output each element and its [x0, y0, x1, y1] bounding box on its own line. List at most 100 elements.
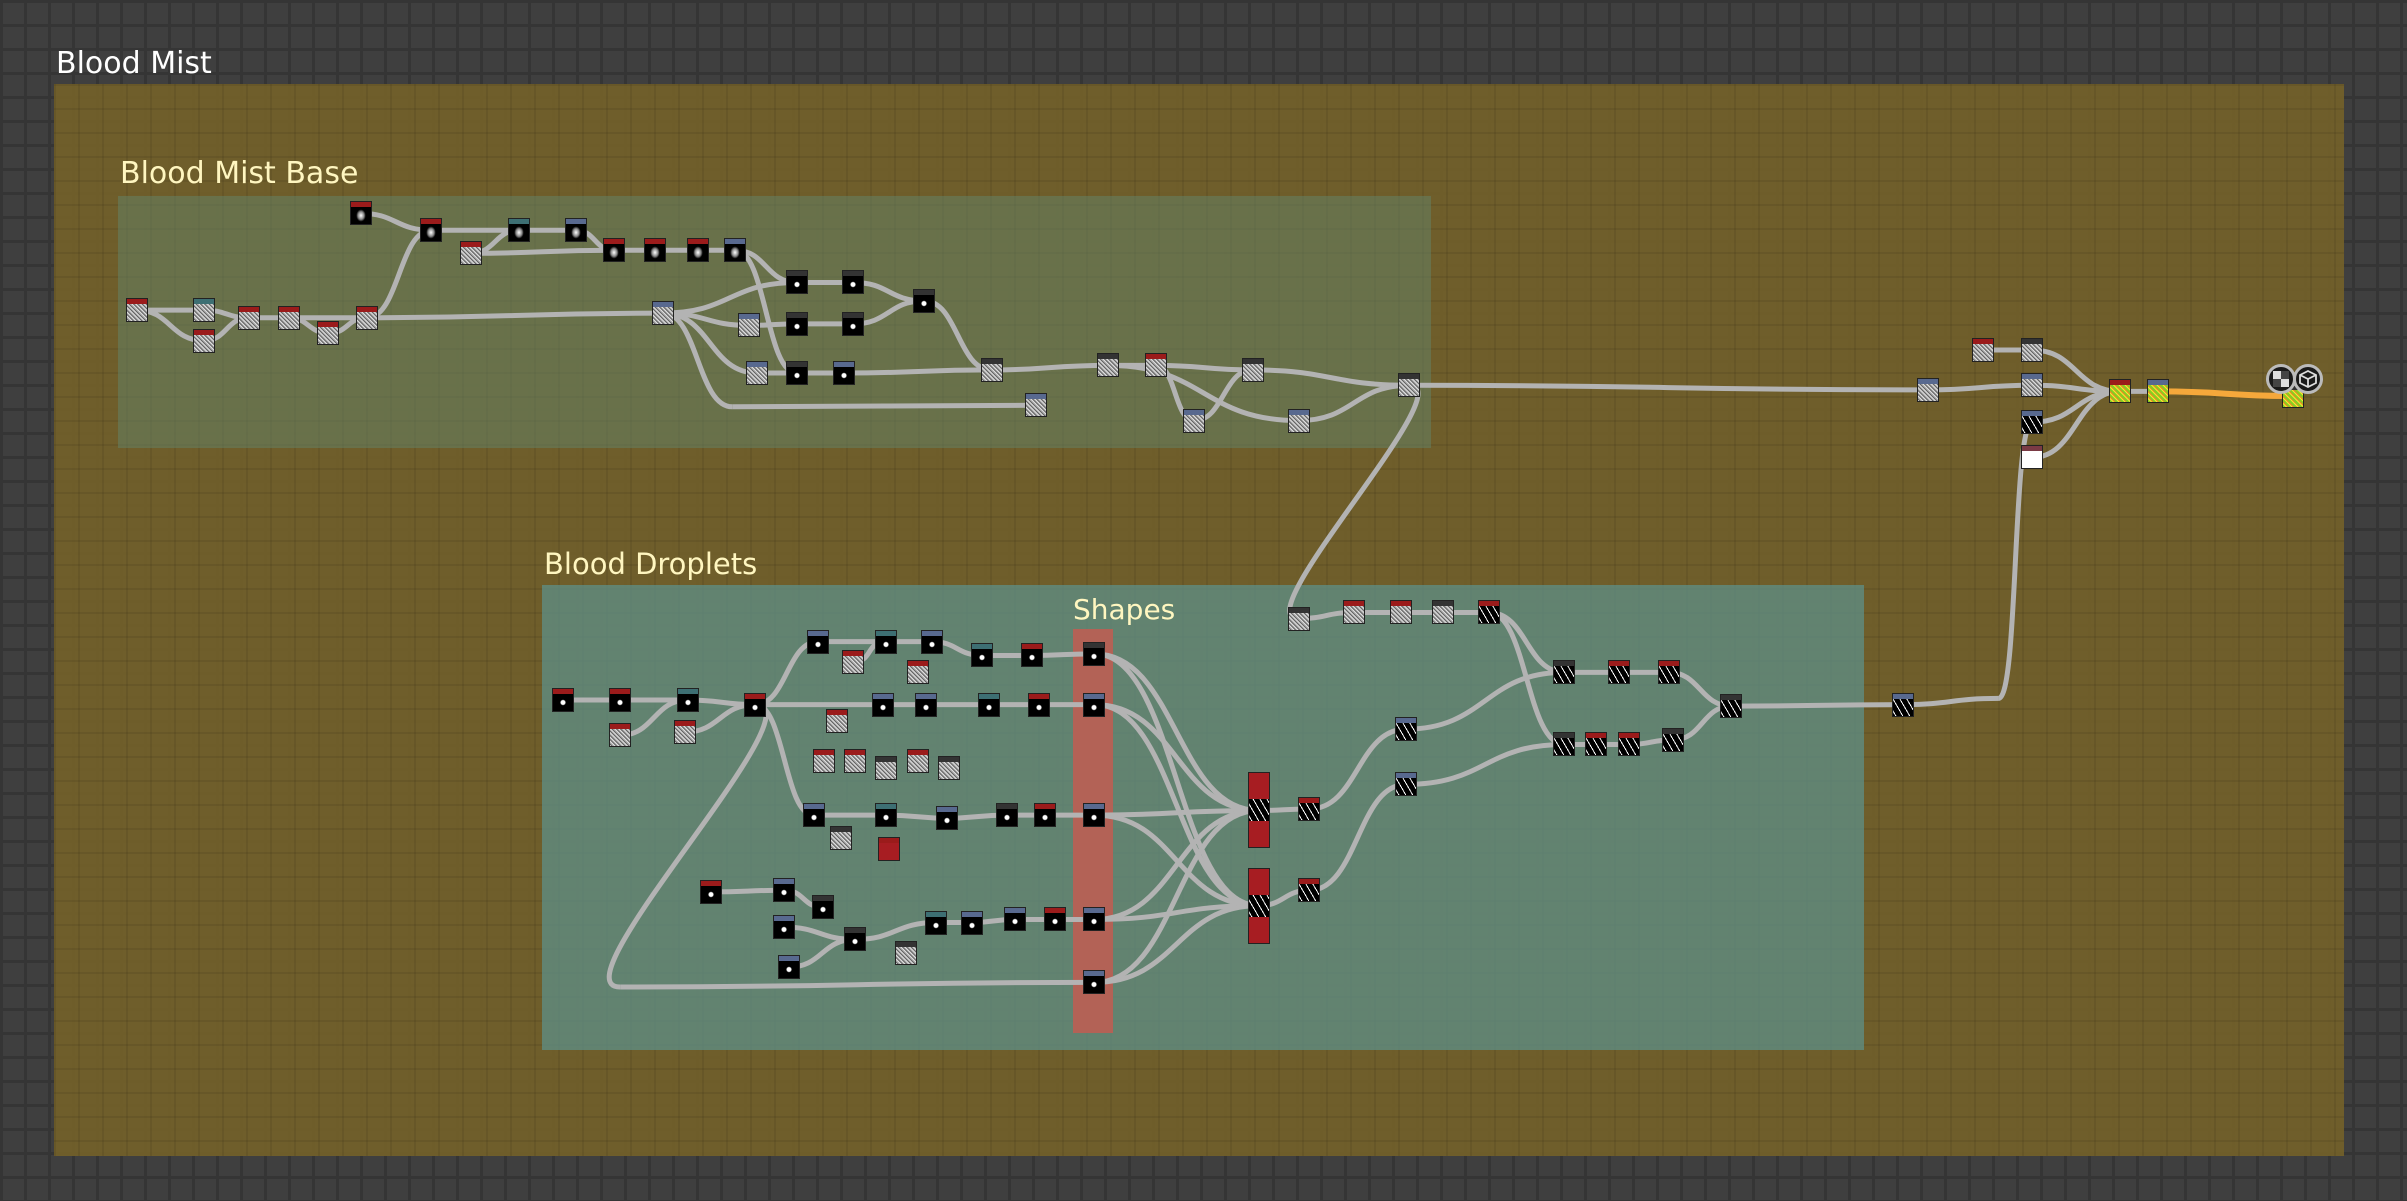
graph-node[interactable] [1395, 772, 1418, 797]
graph-node[interactable] [925, 910, 948, 935]
graph-node[interactable] [906, 749, 929, 774]
graph-node[interactable] [507, 218, 530, 243]
graph-node[interactable] [1083, 692, 1106, 717]
graph-node[interactable] [773, 915, 796, 940]
graph-node[interactable] [2021, 410, 2044, 435]
graph-node[interactable] [777, 955, 800, 980]
graph-node[interactable] [1916, 377, 1939, 402]
graph-node[interactable] [960, 910, 983, 935]
graph-node[interactable] [785, 270, 808, 295]
graph-node[interactable] [914, 692, 937, 717]
graph-node[interactable] [1028, 692, 1051, 717]
graph-node[interactable] [842, 649, 865, 674]
graph-node[interactable] [1477, 600, 1500, 625]
graph-node[interactable] [676, 687, 699, 712]
graph-node[interactable] [1287, 408, 1310, 433]
graph-node[interactable] [2108, 379, 2131, 404]
graph-node[interactable] [802, 803, 825, 828]
graph-node[interactable] [874, 755, 897, 780]
graph-node[interactable] [1395, 717, 1418, 742]
graph-node[interactable] [2147, 379, 2170, 404]
graph-node[interactable] [830, 826, 853, 851]
graph-node[interactable] [1608, 660, 1631, 685]
graph-node[interactable] [744, 692, 767, 717]
graph-node[interactable] [355, 305, 378, 330]
graph-node[interactable] [842, 311, 865, 336]
graph-node[interactable] [825, 709, 848, 734]
graph-node[interactable] [193, 298, 216, 323]
graph-node[interactable] [1431, 600, 1454, 625]
graph-node[interactable] [349, 201, 372, 226]
graph-node[interactable] [920, 629, 943, 654]
graph-node[interactable] [745, 361, 768, 385]
graph-node[interactable] [699, 879, 722, 904]
graph-node[interactable] [871, 692, 894, 717]
graph-node[interactable] [564, 218, 587, 243]
graph-node[interactable] [1298, 796, 1321, 821]
graph-node[interactable] [971, 643, 994, 668]
graph-node[interactable] [1553, 732, 1576, 757]
graph-node[interactable] [1020, 643, 1043, 668]
graph-node[interactable] [2021, 337, 2044, 362]
graph-node[interactable] [277, 305, 300, 330]
graph-node[interactable] [317, 321, 340, 346]
graph-node[interactable] [652, 301, 675, 326]
graph-node[interactable] [125, 298, 148, 323]
graph-node[interactable] [1144, 353, 1167, 378]
graph-node[interactable] [2021, 445, 2044, 470]
graph-node[interactable] [913, 288, 936, 313]
graph-node-multi-input[interactable] [1247, 867, 1270, 944]
graph-node[interactable] [906, 660, 929, 685]
graph-node[interactable] [193, 328, 216, 353]
graph-node[interactable] [609, 687, 632, 712]
graph-node[interactable] [420, 218, 443, 243]
graph-node[interactable] [1972, 337, 1995, 362]
graph-node[interactable] [673, 720, 696, 745]
graph-node[interactable] [1083, 907, 1106, 932]
graph-node[interactable] [842, 270, 865, 295]
graph-node[interactable] [1287, 606, 1310, 631]
graph-node[interactable] [1617, 732, 1640, 757]
graph-node[interactable] [1003, 907, 1026, 932]
graph-node[interactable] [995, 803, 1018, 828]
graph-node[interactable] [552, 687, 575, 712]
graph-node[interactable] [980, 357, 1003, 382]
graph-node[interactable] [1083, 970, 1106, 995]
graph-node[interactable] [1097, 353, 1120, 378]
graph-node[interactable] [811, 895, 834, 920]
graph-node[interactable] [1025, 393, 1048, 418]
3d-view-icon[interactable] [2293, 364, 2323, 394]
graph-node[interactable] [785, 311, 808, 336]
frame-blood-mist-base[interactable]: Blood Mist Base [118, 156, 1431, 448]
graph-node[interactable] [977, 692, 1000, 717]
graph-node[interactable] [687, 238, 710, 263]
graph-node[interactable] [2021, 373, 2044, 398]
graph-node[interactable] [1241, 357, 1264, 382]
graph-node[interactable] [1585, 732, 1608, 757]
graph-node[interactable] [1398, 373, 1421, 398]
graph-node[interactable] [1892, 692, 1915, 717]
graph-node[interactable] [609, 723, 632, 748]
graph-node[interactable] [237, 305, 260, 330]
graph-node[interactable] [1553, 660, 1576, 685]
graph-node[interactable] [1720, 694, 1743, 719]
graph-node[interactable] [1043, 907, 1066, 932]
graph-node-multi-input[interactable] [1247, 772, 1270, 849]
graph-node[interactable] [874, 803, 897, 828]
graph-node[interactable] [1183, 408, 1206, 433]
graph-node[interactable] [894, 941, 917, 966]
graph-node[interactable] [724, 238, 747, 263]
checker-2d-view-icon[interactable] [2266, 364, 2296, 394]
graph-node[interactable] [874, 629, 897, 654]
graph-node[interactable] [738, 313, 761, 338]
graph-node[interactable] [1662, 727, 1685, 752]
graph-node[interactable] [785, 361, 808, 385]
graph-node[interactable] [843, 749, 866, 774]
graph-node[interactable] [644, 238, 667, 263]
graph-node[interactable] [936, 806, 959, 831]
graph-node[interactable] [1083, 803, 1106, 828]
graph-node[interactable] [1034, 803, 1057, 828]
graph-node[interactable] [603, 238, 625, 263]
graph-node[interactable] [1657, 660, 1680, 685]
graph-node[interactable] [1390, 600, 1413, 625]
